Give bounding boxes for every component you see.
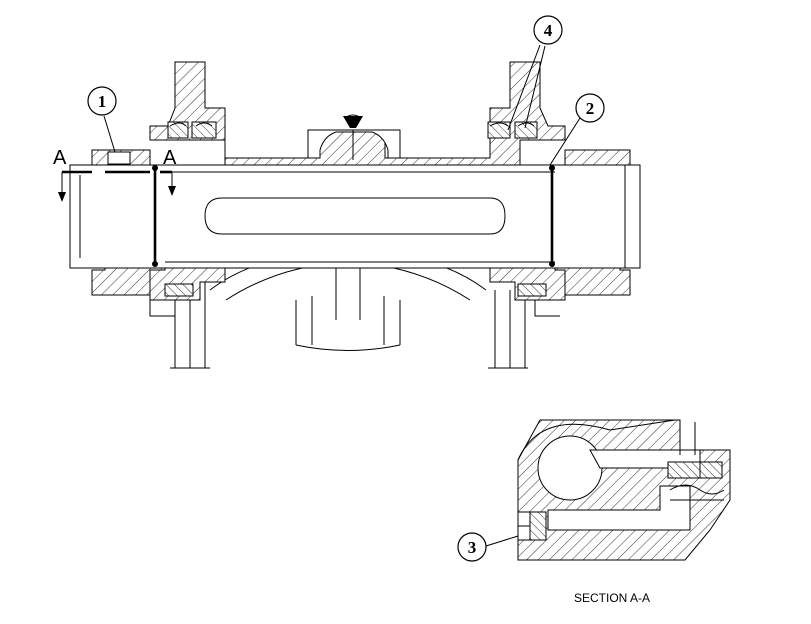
callout-3: 3 (457, 532, 487, 562)
leader-3 (485, 535, 519, 547)
svg-text:4: 4 (544, 21, 553, 40)
callout-2: 2 (575, 93, 605, 123)
section-caption: SECTION A-A (574, 591, 650, 605)
oil-passage (204, 197, 506, 235)
section-mark-left: A (53, 147, 67, 169)
svg-text:3: 3 (468, 538, 477, 557)
fill-plug (343, 116, 363, 128)
leader-2 (549, 117, 581, 166)
left-seal (167, 121, 217, 139)
callout-4: 4 (533, 15, 563, 45)
center-groove (307, 129, 401, 159)
retaining-pin-left (152, 165, 158, 267)
section-line-a-a (58, 170, 176, 202)
shaft (69, 164, 641, 269)
retaining-pin-right (549, 165, 555, 267)
leader-1 (103, 115, 116, 153)
main-section-view: A A 1 2 4 (53, 15, 641, 369)
section-mark-right: A (163, 147, 177, 169)
svg-text:2: 2 (586, 99, 595, 118)
callout-1: 1 (87, 86, 117, 116)
leader-4a (507, 44, 541, 131)
wheel-body-upper (149, 61, 566, 166)
leader-4b (524, 45, 546, 129)
right-seal (487, 121, 538, 139)
svg-text:1: 1 (98, 92, 107, 111)
detail-bore (537, 435, 603, 501)
section-a-a-view: 3 SECTION A-A (457, 419, 731, 605)
retainer-key (529, 511, 547, 541)
left-retainer-slot (107, 151, 131, 165)
